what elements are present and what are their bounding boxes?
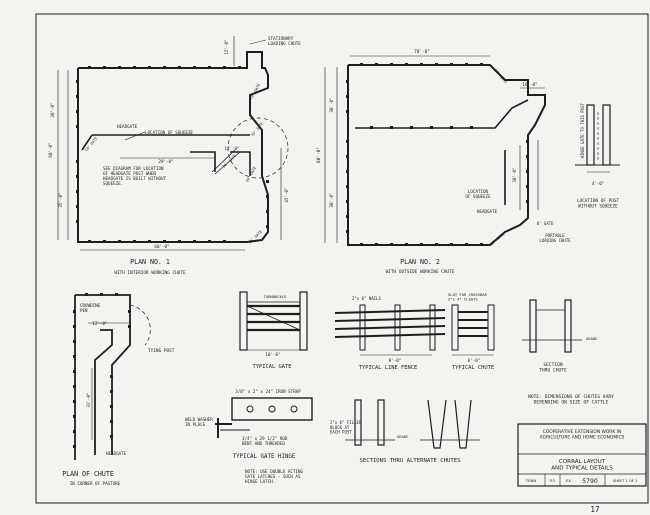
plan-1-posts bbox=[76, 66, 269, 243]
plan1-gate-5: 10' GATE bbox=[248, 230, 263, 245]
plan2-gate-2: 10' GATE bbox=[489, 232, 505, 246]
chute-plan-title: PLAN OF CHUTE bbox=[62, 470, 114, 478]
plan2-title: PLAN NO. 2 bbox=[400, 258, 440, 266]
plan2-subtitle: WITH OUTSIDE WORKING CHUTE bbox=[386, 269, 455, 275]
plan1-dim-4: 35'-0" bbox=[58, 192, 63, 207]
line-fence-drawing bbox=[334, 304, 446, 356]
gate-hinge-drawing bbox=[215, 397, 313, 438]
typical-chute-dim: 6'-0" bbox=[468, 358, 481, 363]
headgate-post-detail bbox=[575, 104, 620, 173]
plan1-dim-6: 12'-0" bbox=[224, 146, 239, 151]
plan1-dim-5: 29'-0" bbox=[158, 159, 173, 164]
plan1-subtitle: WITH INTERIOR WORKING CHUTE bbox=[114, 270, 186, 276]
tying-post-label: TYING POST bbox=[148, 348, 175, 354]
line-fence-dim: 8'-0" bbox=[389, 358, 402, 363]
chute-plan-subtitle: IN CORNER OF PASTURE bbox=[70, 481, 121, 486]
page-number: 17 bbox=[590, 505, 599, 514]
fence-nails-label: 2"x 6" NAILS bbox=[352, 296, 381, 301]
plan1-squeeze-label: LOCATION OF SQUEEZE bbox=[145, 130, 193, 135]
plan-2-posts bbox=[346, 63, 529, 246]
plan-2 bbox=[324, 55, 546, 246]
plan1-dim-8: 60'-0" bbox=[154, 244, 169, 249]
plan2-dim-6: 30'-0" bbox=[512, 167, 517, 182]
plan2-gate-8-label: 8' GATE bbox=[537, 221, 554, 226]
plan1-dim-3: 60'-0" bbox=[48, 142, 53, 157]
title-block-sheet: SHEET 1 OF 1 bbox=[613, 479, 638, 483]
plan2-dim-4: 30'-0" bbox=[329, 97, 334, 112]
title-block-frame bbox=[517, 423, 647, 487]
plan2-dim-3: 60'-0" bbox=[316, 147, 322, 163]
typical-gate-drawing bbox=[239, 291, 308, 351]
plan1-headgate-label: HEADGATE bbox=[117, 124, 138, 129]
chute-headgate-label: HEADGATE bbox=[106, 451, 127, 456]
plan1-dim-1: 15'-0" bbox=[224, 39, 229, 54]
plan2-dim-1: 78'-0" bbox=[414, 49, 430, 55]
title-block-ex: EX. bbox=[566, 478, 572, 483]
chute-dim-2: 32'-0" bbox=[86, 392, 91, 407]
typical-gate-title: TYPICAL GATE bbox=[253, 364, 292, 370]
line-fence-title: TYPICAL LINE FENCE bbox=[359, 365, 417, 371]
plan1-dim-7: 45'-0" bbox=[284, 187, 289, 202]
plan2-dim-2: 16'-0" bbox=[522, 82, 537, 87]
plan1-title: PLAN NO. 1 bbox=[130, 258, 170, 266]
sheet-border bbox=[35, 13, 649, 504]
title-block-year: '53 bbox=[549, 478, 555, 483]
typical-chute-title: TYPICAL CHUTE bbox=[452, 365, 494, 371]
plan1-dim-2: 30'-0" bbox=[50, 102, 55, 117]
plan2-dim-5: 30'-0" bbox=[329, 192, 334, 207]
title-block-tenn: TENN bbox=[525, 478, 537, 483]
alt-grade-label: GRADE bbox=[397, 434, 409, 439]
plan2-gate-1: 10' GATE bbox=[494, 68, 508, 84]
typical-chute-drawing bbox=[451, 304, 495, 356]
alt-sections-drawing bbox=[345, 399, 480, 449]
plan-1 bbox=[57, 36, 289, 251]
section-grade-label: GRADE bbox=[586, 336, 598, 341]
hinge-post-label: HINGE GATE TO THIS POST bbox=[580, 102, 585, 158]
headgate-detail-dim: 4'-0" bbox=[592, 181, 605, 186]
plan1-gate-4: 10' GATE bbox=[245, 166, 257, 183]
gate-hinge-title: TYPICAL GATE HINGE bbox=[233, 454, 296, 460]
typical-gate-dim: 10'-6" bbox=[265, 352, 280, 357]
plan2-headgate-label: HEADGATE bbox=[477, 209, 498, 214]
alt-sections-title: SECTIONS THRU ALTERNATE CHUTES bbox=[359, 458, 460, 464]
turnbuckle-label: TURNBUCKLE bbox=[264, 294, 288, 299]
title-block-number: 5790 bbox=[582, 478, 598, 485]
chute-plan-posts bbox=[73, 293, 131, 448]
chute-dim-1: 12'-0" bbox=[92, 321, 107, 326]
hinge-strap-label: 3/8" x 2" x 24" IRON STRAP bbox=[235, 389, 301, 394]
section-chute-drawing bbox=[522, 299, 582, 353]
